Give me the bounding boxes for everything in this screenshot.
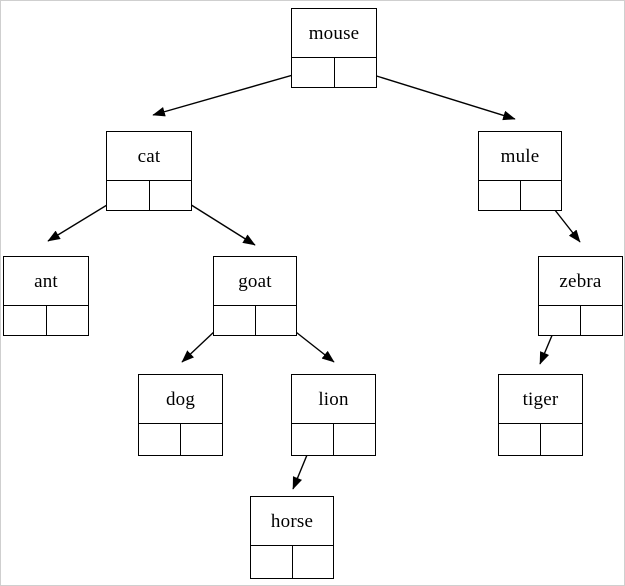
edge-mouse-to-cat: [152, 68, 315, 117]
tree-node-mule[interactable]: mule: [478, 131, 562, 211]
node-pointers-cat: [107, 181, 191, 210]
node-label-tiger: tiger: [499, 375, 582, 424]
tree-node-cat[interactable]: cat: [106, 131, 192, 211]
left-pointer-cell-cat[interactable]: [107, 181, 150, 210]
node-pointers-tiger: [499, 424, 582, 455]
node-label-mouse: mouse: [292, 9, 376, 58]
node-pointers-zebra: [539, 306, 622, 335]
left-pointer-cell-goat[interactable]: [214, 306, 256, 335]
tree-node-ant[interactable]: ant: [3, 256, 89, 336]
node-pointers-mouse: [292, 58, 376, 87]
tree-node-lion[interactable]: lion: [291, 374, 376, 456]
right-pointer-cell-mule[interactable]: [520, 181, 561, 210]
node-label-ant: ant: [4, 257, 88, 306]
node-pointers-ant: [4, 306, 88, 335]
node-pointers-lion: [292, 424, 375, 455]
right-pointer-cell-ant[interactable]: [46, 306, 88, 335]
tree-node-mouse[interactable]: mouse: [291, 8, 377, 88]
right-pointer-cell-cat[interactable]: [149, 181, 191, 210]
node-pointers-horse: [251, 546, 333, 578]
node-label-dog: dog: [139, 375, 222, 424]
node-label-mule: mule: [479, 132, 561, 181]
left-pointer-cell-tiger[interactable]: [499, 424, 541, 455]
tree-node-goat[interactable]: goat: [213, 256, 297, 336]
tree-node-zebra[interactable]: zebra: [538, 256, 623, 336]
left-pointer-cell-mouse[interactable]: [292, 58, 335, 87]
left-pointer-cell-horse[interactable]: [251, 546, 293, 578]
right-pointer-cell-dog[interactable]: [181, 424, 222, 455]
right-pointer-cell-horse[interactable]: [292, 546, 333, 578]
node-pointers-dog: [139, 424, 222, 455]
right-pointer-cell-lion[interactable]: [334, 424, 375, 455]
node-label-horse: horse: [251, 497, 333, 546]
edge-mouse-to-mule: [353, 68, 516, 121]
node-label-zebra: zebra: [539, 257, 622, 306]
node-pointers-goat: [214, 306, 296, 335]
left-pointer-cell-dog[interactable]: [139, 424, 181, 455]
left-pointer-cell-lion[interactable]: [292, 424, 334, 455]
right-pointer-cell-zebra[interactable]: [581, 306, 622, 335]
tree-node-tiger[interactable]: tiger: [498, 374, 583, 456]
left-pointer-cell-ant[interactable]: [4, 306, 47, 335]
right-pointer-cell-mouse[interactable]: [334, 58, 376, 87]
right-pointer-cell-goat[interactable]: [255, 306, 296, 335]
left-pointer-cell-mule[interactable]: [479, 181, 521, 210]
right-pointer-cell-tiger[interactable]: [541, 424, 582, 455]
tree-node-dog[interactable]: dog: [138, 374, 223, 456]
node-label-lion: lion: [292, 375, 375, 424]
node-pointers-mule: [479, 181, 561, 210]
left-pointer-cell-zebra[interactable]: [539, 306, 581, 335]
tree-node-horse[interactable]: horse: [250, 496, 334, 579]
node-label-goat: goat: [214, 257, 296, 306]
node-label-cat: cat: [107, 132, 191, 181]
